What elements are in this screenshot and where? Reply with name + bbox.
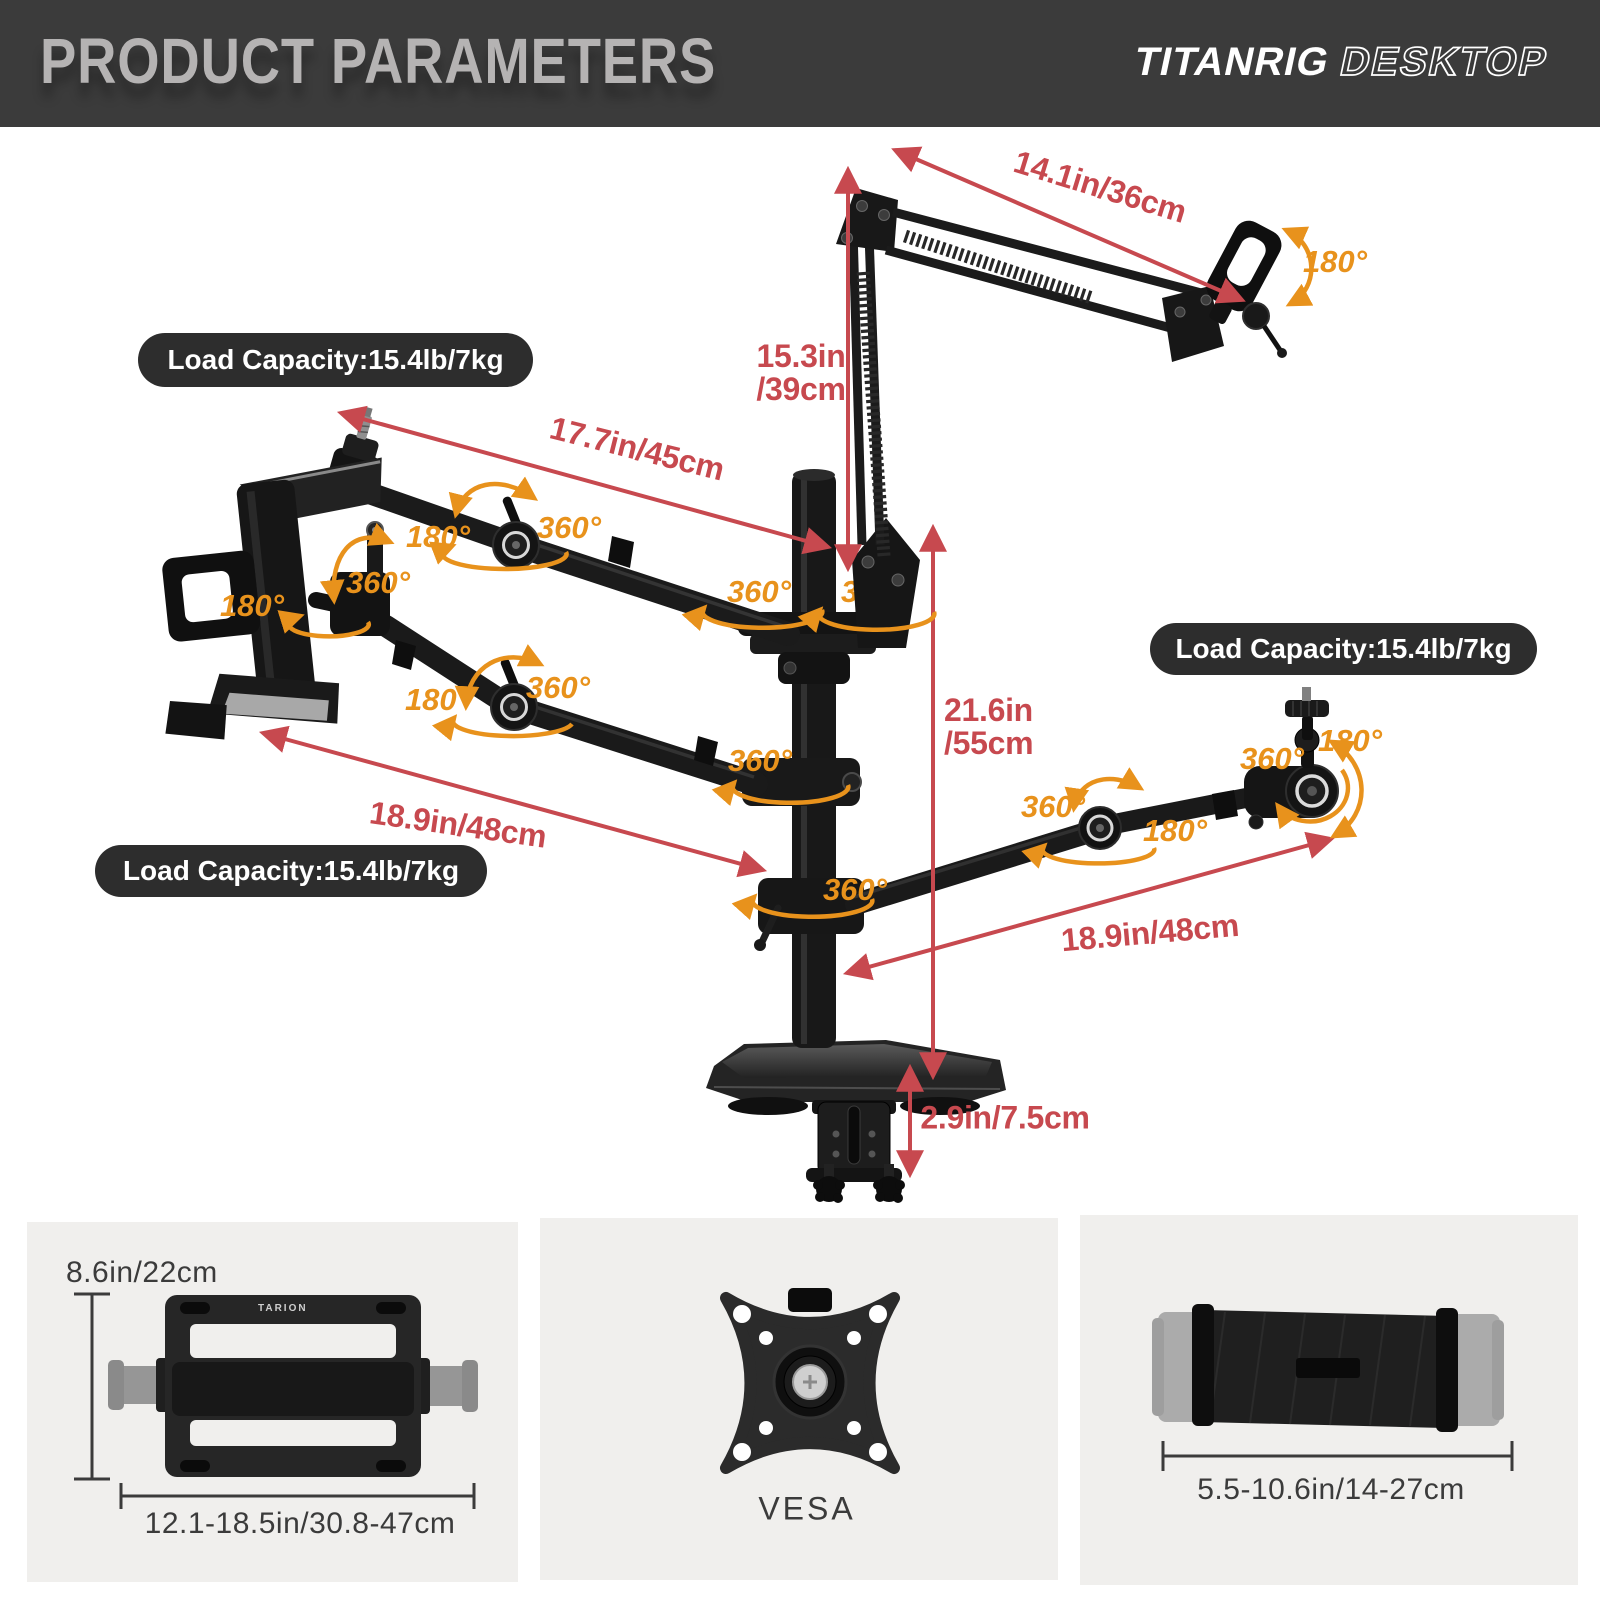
vesa-plate-drawing [720, 1288, 900, 1474]
tray-width-dimension: 12.1-18.5in/30.8-47cm [144, 1507, 456, 1540]
tablet-width-dimension: 5.5-10.6in/14-27cm [1197, 1473, 1465, 1506]
rotation-label-right-elbow-360: 360° [1020, 789, 1086, 824]
header-bar: PRODUCT PARAMETERS TITANRIGDESKTOP [0, 0, 1600, 127]
vesa-label: VESA [758, 1490, 856, 1527]
dim-mic-arm-height-line1: 15.3in [756, 338, 846, 374]
page-title: PRODUCT PARAMETERS [40, 25, 717, 97]
right-accessory-arm [845, 687, 1339, 915]
rotation-label-right-elbow-180: 180° [1142, 813, 1208, 848]
rotation-label-mid-elbow-180: 180° [404, 682, 470, 717]
rotation-arcs [277, 226, 1364, 921]
rotation-label-pole-top-left-360: 360° [726, 574, 792, 609]
dimension-arrows [258, 146, 1336, 1179]
load-capacity-badge-top-arm: Load Capacity:15.4lb/7kg [138, 333, 533, 387]
dim-pole-height-line1: 21.6in [944, 692, 1033, 728]
laptop-tray-drawing [74, 1292, 478, 1509]
rotation-label-holder-joint-360: 360° [345, 565, 411, 600]
rotation-label-bottom-mount-360: 360° [822, 872, 888, 907]
load-capacity-badge-right-arm: Load Capacity:15.4lb/7kg [1150, 623, 1537, 675]
tray-brand-logo: TARION [258, 1303, 308, 1314]
rotation-label-mid-elbow-360: 360° [525, 670, 591, 705]
rotation-label-ball-head-360: 360° [1239, 741, 1305, 776]
tray-dimension-lines [74, 1292, 476, 1509]
rotation-label-top-elbow-180: 180° [405, 519, 471, 554]
tablet-holder-drawing [1152, 1304, 1514, 1471]
clamp-knobs [813, 1176, 905, 1203]
dim-pole-height: 21.6in /55cm [944, 692, 1034, 761]
rotation-label-top-elbow-360: 360° [536, 510, 602, 545]
mic-boom-arm [836, 188, 1287, 648]
load-capacity-badge-tablet-arm: Load Capacity:15.4lb/7kg [95, 845, 487, 897]
rotation-label-ball-head-180: 180° [1317, 723, 1383, 758]
dim-clamp-range: 2.9in/7.5cm [920, 1099, 1090, 1136]
dim-pole-height-line2: /55cm [944, 725, 1034, 761]
rotation-label-mic-clip-180: 180° [1302, 244, 1368, 279]
tablet-dimension-lines [1161, 1441, 1514, 1471]
rotation-label-mid-mount-360: 360° [727, 743, 793, 778]
tray-height-dimension: 8.6in/22cm [66, 1256, 218, 1289]
dim-mic-arm-height: 15.3in /39cm [756, 338, 846, 407]
rotation-label-holder-180: 180° [219, 588, 285, 623]
dim-mic-arm-height-line2: /39cm [756, 371, 846, 407]
